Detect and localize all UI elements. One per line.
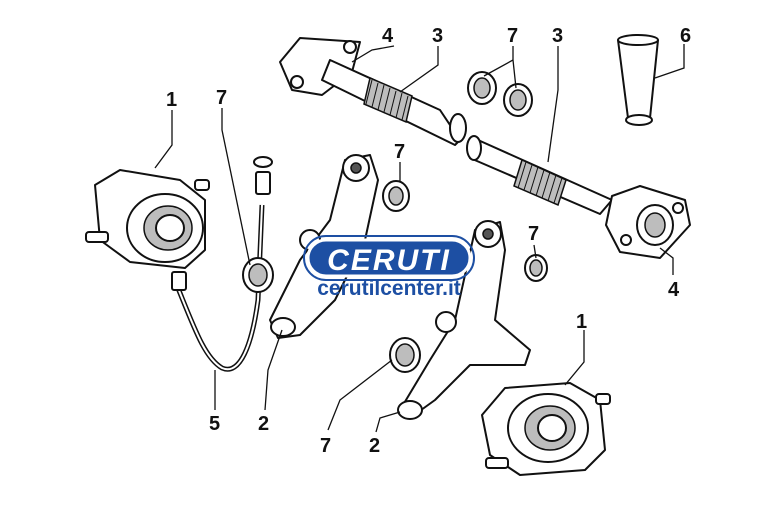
callout-4-lower: 4 bbox=[668, 279, 680, 301]
clutch-fork-lower bbox=[397, 220, 531, 420]
callout-7-pair: 7 bbox=[507, 25, 518, 47]
callout-1-right: 1 bbox=[576, 311, 587, 333]
callout-6: 6 bbox=[680, 25, 691, 47]
bushing-lower-fork bbox=[389, 254, 548, 373]
callout-7-bottom: 7 bbox=[320, 435, 331, 457]
fork-shaft-right bbox=[466, 135, 691, 259]
fork-shaft-left bbox=[279, 37, 467, 146]
watermark-brand: CERUTI bbox=[327, 244, 451, 277]
callout-3-right-shaft: 3 bbox=[552, 25, 563, 47]
watermark-badge bbox=[306, 238, 472, 278]
watermark: CERUTI cerutilcenter.it bbox=[303, 235, 475, 300]
callout-7-upper-fork: 7 bbox=[394, 141, 405, 163]
dust-boot bbox=[617, 34, 659, 126]
callout-4-upper: 4 bbox=[382, 25, 394, 47]
release-bearing-right bbox=[481, 382, 611, 476]
release-bearing-left bbox=[85, 169, 210, 269]
bushing-upper-fork bbox=[382, 180, 410, 212]
callout-1-left: 1 bbox=[166, 89, 177, 111]
callout-2-upper-fork: 2 bbox=[258, 413, 269, 435]
callout-7-hose: 7 bbox=[216, 87, 227, 109]
callout-5: 5 bbox=[209, 413, 220, 435]
callout-2-lower-fork: 2 bbox=[369, 435, 380, 457]
callout-numbers: 1 1 2 2 3 3 4 4 5 6 7 7 7 7 7 bbox=[166, 25, 691, 457]
bushing-pair bbox=[467, 71, 533, 117]
bushing-left bbox=[242, 257, 274, 293]
callout-7-lower-fork: 7 bbox=[528, 223, 539, 245]
callout-3-left-shaft: 3 bbox=[432, 25, 443, 47]
leader-lines bbox=[154, 44, 685, 433]
hydraulic-hose bbox=[171, 156, 273, 372]
watermark-url: cerutilcenter.it bbox=[317, 277, 461, 300]
